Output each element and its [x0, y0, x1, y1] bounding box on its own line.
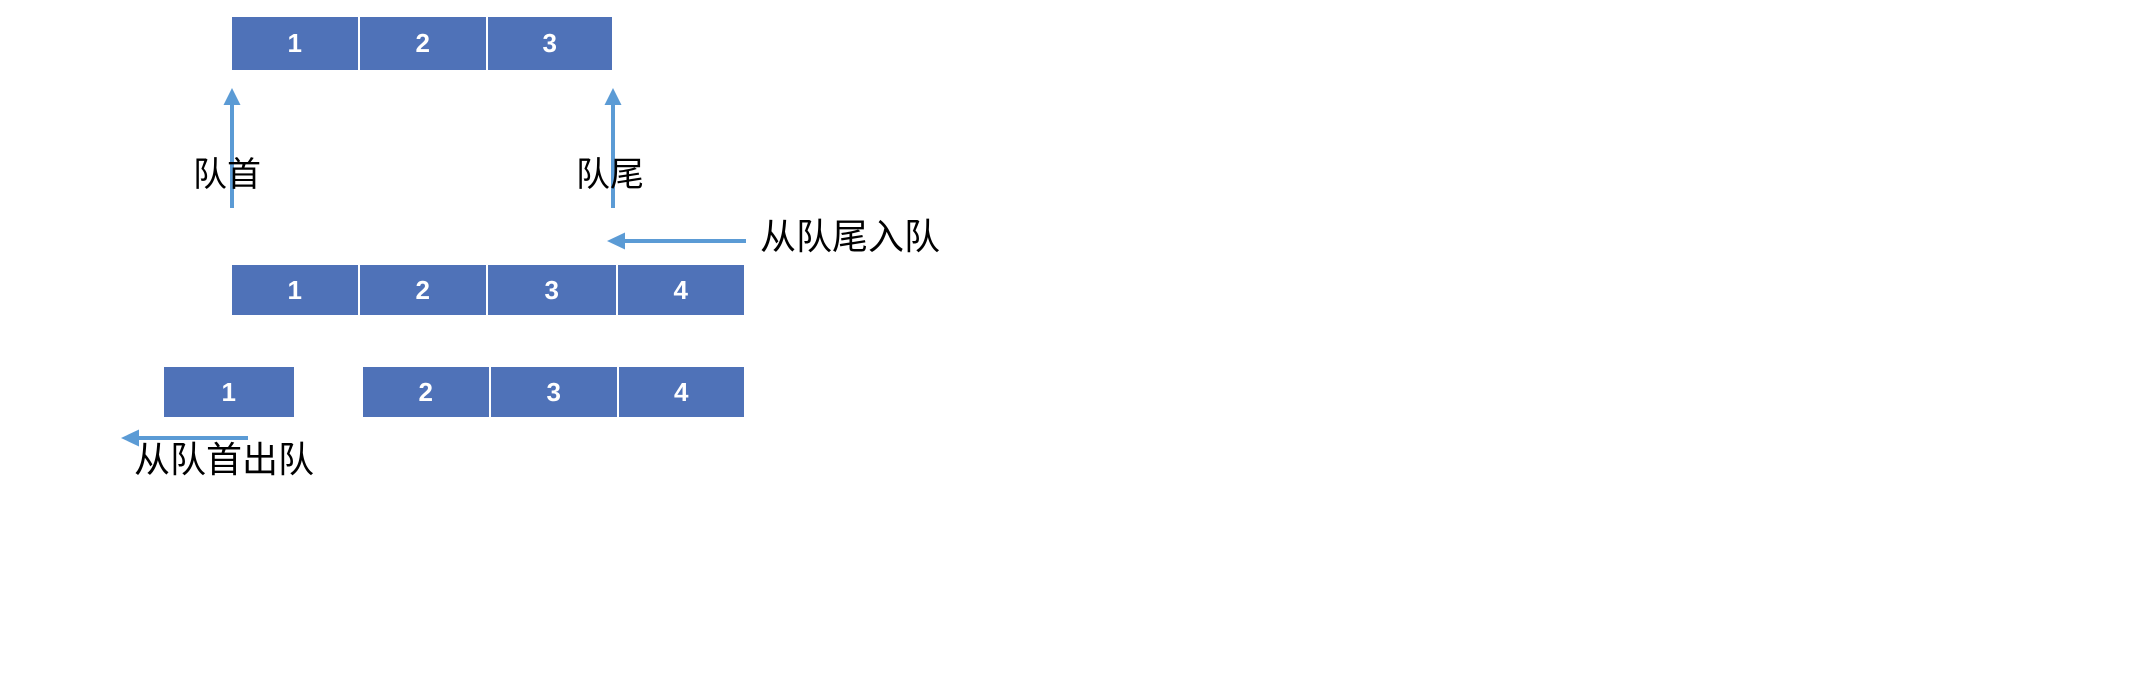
enqueue-label: 从队尾入队	[760, 217, 941, 258]
queue-cell: 1	[231, 264, 359, 316]
dequeued-cell: 1	[163, 366, 295, 418]
queue-cell: 3	[487, 264, 617, 316]
queue-cell: 3	[490, 366, 618, 418]
queue-cell: 3	[487, 16, 613, 71]
queue-cell: 1	[231, 16, 359, 71]
queue-tail-label: 队尾	[576, 155, 644, 195]
head-pointer-arrow-icon	[223, 88, 241, 208]
queue-head-label: 队首	[193, 155, 261, 195]
queue-cell: 4	[618, 366, 745, 418]
dequeue-label: 从队首出队	[134, 440, 315, 481]
queue-cell: 2	[362, 366, 490, 418]
enqueue-arrow-icon	[607, 232, 746, 250]
tail-pointer-arrow-icon	[604, 88, 622, 208]
queue-cell: 2	[359, 16, 487, 71]
dequeue-arrow-icon	[121, 429, 248, 447]
queue-cell: 2	[359, 264, 487, 316]
queue-cell: 4	[617, 264, 745, 316]
